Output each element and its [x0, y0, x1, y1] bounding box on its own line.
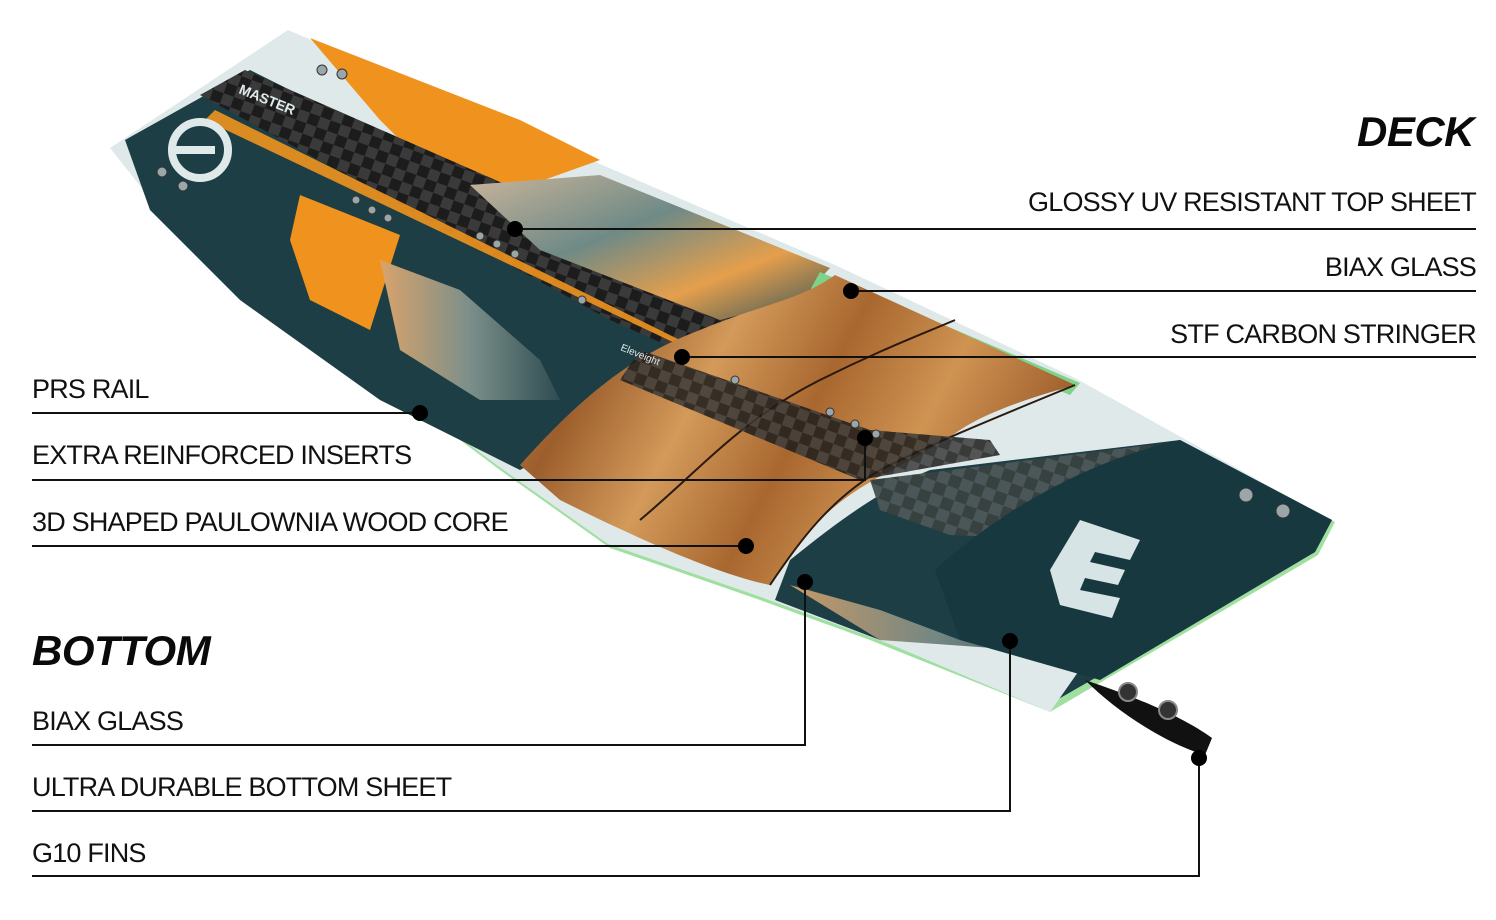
carbon-stringer-deck — [200, 70, 760, 360]
leader-g10-fins — [32, 758, 1200, 877]
g10-fin — [1085, 680, 1212, 755]
dot-reinforced-inserts — [857, 430, 873, 446]
nose-logo — [168, 118, 232, 182]
leader-bottom-sheet — [32, 641, 1011, 812]
deck-photo-insert-2 — [380, 260, 560, 400]
wood-core-edge-1 — [639, 319, 956, 521]
leader-biax-glass-bottom — [32, 582, 806, 746]
bottom-heading: BOTTOM — [32, 627, 211, 674]
orange-inline-stripe — [205, 110, 700, 355]
dot-biax-glass-deck — [843, 283, 859, 299]
label-stf-carbon-stringer: STF CARBON STRINGER — [1170, 319, 1477, 349]
label-glossy-top-sheet: GLOSSY UV RESISTANT TOP SHEET — [1028, 187, 1477, 217]
orange-stripe-top — [310, 38, 600, 190]
label-prs-rail: PRS RAIL — [32, 374, 149, 404]
bottom-teal-fin-area — [935, 440, 1332, 680]
carbon-inserts-band — [620, 350, 1000, 480]
deck-photo-insert — [470, 175, 830, 320]
orange-stripe-left — [290, 195, 400, 330]
label-bottom-sheet: ULTRA DURABLE BOTTOM SHEET — [32, 772, 452, 802]
label-g10-fins: G10 FINS — [32, 838, 146, 868]
dot-wood-core — [738, 538, 754, 554]
dot-stf-carbon-stringer — [674, 349, 690, 365]
deck-heading: DECK — [1356, 108, 1475, 155]
label-biax-glass-deck: BIAX GLASS — [1324, 252, 1477, 282]
dot-bottom-sheet — [1002, 633, 1018, 649]
screw-inserts — [156, 64, 1291, 519]
leader-lines — [32, 228, 1476, 877]
tail-logo — [1050, 520, 1140, 618]
leader-reinforced-inserts — [32, 438, 866, 481]
dot-biax-glass-bottom — [797, 574, 813, 590]
dot-prs-rail — [412, 405, 428, 421]
kiteboard: MASTER Eleveight — [110, 30, 1335, 712]
label-reinforced-inserts: EXTRA REINFORCED INSERTS — [32, 440, 412, 470]
dot-g10-fins — [1191, 750, 1207, 766]
leader-dots — [412, 221, 1207, 766]
label-wood-core: 3D SHAPED PAULOWNIA WOOD CORE — [32, 507, 509, 537]
dot-glossy-top-sheet — [507, 221, 523, 237]
label-biax-glass-bottom: BIAX GLASS — [32, 706, 184, 736]
